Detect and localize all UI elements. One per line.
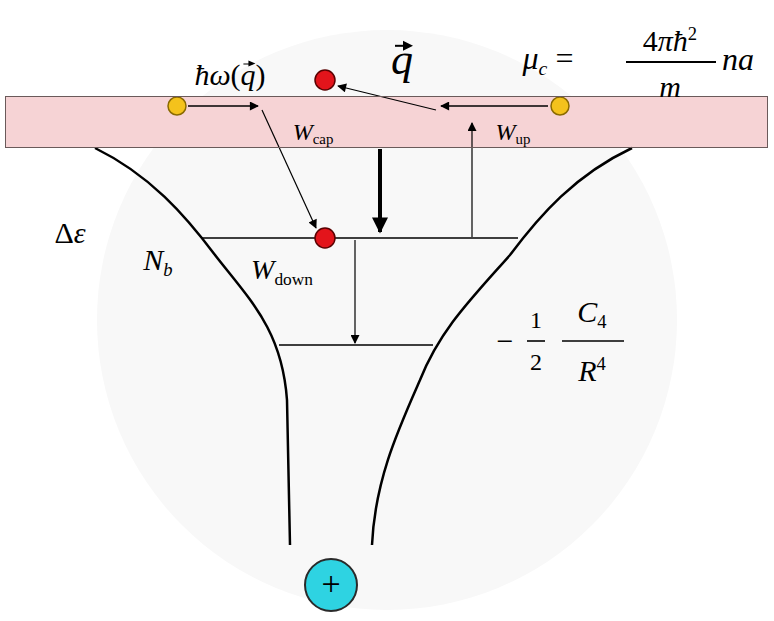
fraction-bar bbox=[562, 340, 624, 342]
formula-part: na bbox=[722, 42, 754, 77]
formula-part: R4 bbox=[578, 354, 606, 387]
text-part: b bbox=[163, 259, 172, 280]
text-part: down bbox=[274, 270, 313, 289]
ion-circle: + bbox=[304, 558, 358, 612]
text-part: q bbox=[241, 58, 256, 91]
text-part: W bbox=[251, 254, 274, 285]
text-part: 2 bbox=[530, 349, 542, 375]
text-part: ) bbox=[256, 58, 266, 91]
text-part: ( bbox=[231, 58, 241, 91]
text-part: W bbox=[496, 119, 516, 145]
text-part: 4 bbox=[597, 353, 606, 374]
fraction-bar bbox=[527, 340, 545, 342]
text-part: up bbox=[516, 131, 531, 147]
formula-part: − bbox=[497, 324, 514, 357]
rate-label: Wdown bbox=[251, 255, 313, 288]
energy-gap-label: Δε bbox=[54, 216, 85, 249]
excitation-atom bbox=[315, 70, 335, 90]
text-part: C bbox=[577, 295, 597, 328]
bound-atom bbox=[315, 228, 335, 248]
text-part: 4 bbox=[597, 311, 606, 332]
down-arrow bbox=[354, 240, 355, 343]
momentum-label: q bbox=[391, 36, 413, 84]
level-line bbox=[201, 237, 518, 239]
capture-arrow bbox=[262, 110, 316, 228]
text-part: 2 bbox=[688, 23, 697, 44]
text-part: N bbox=[143, 243, 163, 276]
potential-curve bbox=[95, 148, 290, 545]
text-part: na bbox=[722, 41, 754, 77]
text-part: − bbox=[497, 324, 514, 357]
fraction-bar bbox=[626, 61, 716, 63]
up-arrow bbox=[471, 123, 472, 237]
text-part: + bbox=[321, 565, 340, 602]
formula-part: 2 bbox=[530, 349, 542, 375]
text-part: Δ bbox=[54, 216, 73, 249]
formula-part: 1 bbox=[530, 307, 542, 333]
emission-arrow bbox=[338, 86, 436, 110]
text-part: π bbox=[658, 24, 673, 57]
text-part: m bbox=[659, 70, 681, 103]
text-part: cap bbox=[313, 131, 334, 147]
free-atom bbox=[551, 97, 569, 115]
text-part: μ bbox=[523, 40, 539, 76]
text-part: R bbox=[578, 354, 596, 387]
motion-arrow bbox=[441, 105, 548, 107]
free-atom bbox=[168, 97, 186, 115]
formula-part: m bbox=[659, 70, 681, 103]
motion-arrow bbox=[188, 105, 258, 107]
formula-part: μc = bbox=[523, 41, 574, 80]
text-part: = bbox=[547, 40, 573, 76]
potential-curve bbox=[372, 148, 632, 545]
text-part: ε bbox=[74, 216, 86, 249]
text-part: 1 bbox=[530, 307, 542, 333]
formula-part: C4 bbox=[577, 295, 606, 332]
rate-label: Wup bbox=[496, 119, 531, 148]
formula-part: 4πħ2 bbox=[643, 24, 697, 57]
band-fill bbox=[5, 96, 768, 148]
charge-sign: + bbox=[321, 565, 340, 602]
text-part: W bbox=[293, 119, 313, 145]
text-part: ħ bbox=[673, 24, 688, 57]
text-part: ħω bbox=[194, 58, 230, 91]
rate-label: Wcap bbox=[293, 119, 334, 148]
text-part: 4 bbox=[643, 24, 658, 57]
energy-band: WcapWup bbox=[5, 96, 768, 148]
text-part: q bbox=[391, 36, 413, 84]
text-part: c bbox=[539, 57, 548, 79]
capture-rate-arrow bbox=[378, 149, 382, 232]
energy-label: ħω(q) bbox=[194, 58, 265, 91]
level-line bbox=[279, 344, 433, 346]
bound-count-label: Nb bbox=[143, 243, 172, 280]
